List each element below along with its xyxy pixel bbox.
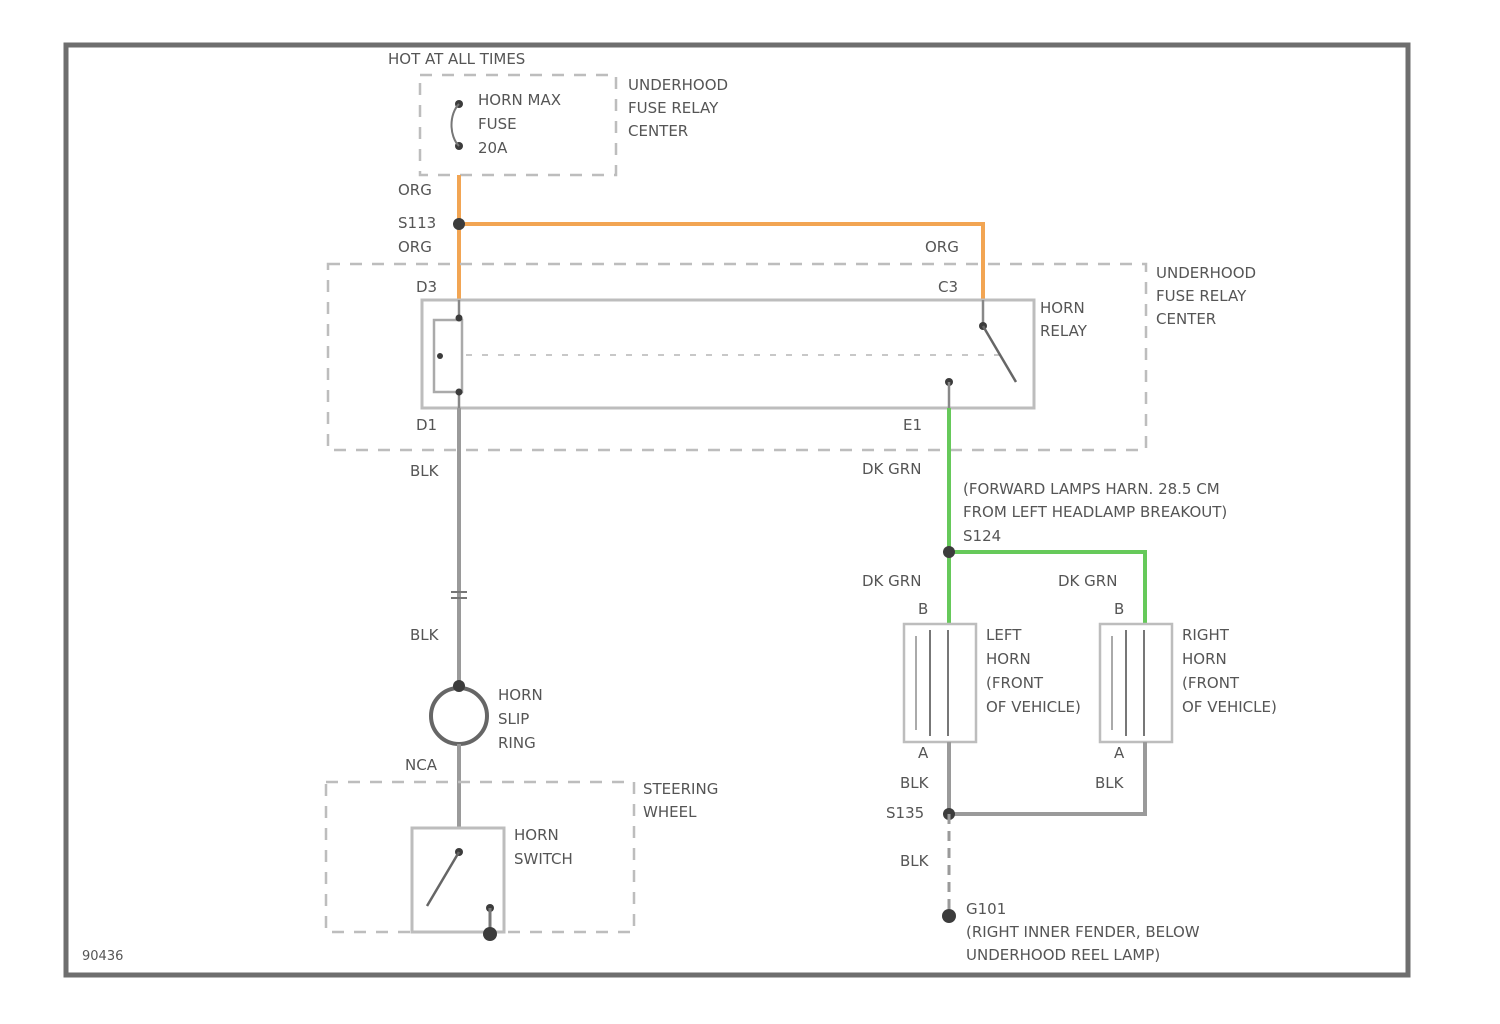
fuse-location-line3: CENTER xyxy=(628,122,688,140)
org-wire-splice-to-relay-switch xyxy=(459,224,983,300)
wire-org-upper-label: ORG xyxy=(398,181,432,199)
left-horn-line1: LEFT xyxy=(986,626,1022,644)
wire-blk-left-horn-label: BLK xyxy=(900,774,930,792)
fuse-location-line1: UNDERHOOD xyxy=(628,76,728,94)
relay-center-line2: FUSE RELAY xyxy=(1156,287,1247,305)
fuse-location-line2: FUSE RELAY xyxy=(628,99,719,117)
wire-blk-ground-label: BLK xyxy=(900,852,930,870)
fuse-box-outline xyxy=(420,75,616,175)
right-horn-pin-a: A xyxy=(1114,744,1125,762)
left-horn-line4: OF VEHICLE) xyxy=(986,698,1081,716)
wire-grn-main-label: DK GRN xyxy=(862,460,921,478)
ground-g101-dot xyxy=(942,909,956,923)
steering-wheel-line2: WHEEL xyxy=(643,803,697,821)
horn-relay-line1: HORN xyxy=(1040,299,1085,317)
harness-note-line1: (FORWARD LAMPS HARN. 28.5 CM xyxy=(963,480,1220,498)
harness-note-splice: S124 xyxy=(963,527,1001,545)
relay-coil-symbol xyxy=(437,353,443,359)
fuse-name-line2: FUSE xyxy=(478,115,517,133)
splice-s113-label: S113 xyxy=(398,214,436,232)
horn-switch-line1: HORN xyxy=(514,826,559,844)
slip-ring-top-terminal xyxy=(453,680,465,692)
relay-coil-terminal-bottom xyxy=(456,389,463,396)
wire-blk-right-horn-label: BLK xyxy=(1095,774,1125,792)
left-horn-symbol xyxy=(904,624,976,742)
wire-blk-lower-label: BLK xyxy=(410,626,440,644)
splice-s124-dot xyxy=(943,546,955,558)
right-horn-line3: (FRONT xyxy=(1182,674,1240,692)
wire-blk-upper-label: BLK xyxy=(410,462,440,480)
horn-switch-ground xyxy=(483,927,497,941)
power-source-label: HOT AT ALL TIMES xyxy=(388,50,525,68)
wire-blk-slip-label: NCA xyxy=(405,756,438,774)
relay-pin-c3: C3 xyxy=(938,278,958,296)
relay-center-line3: CENTER xyxy=(1156,310,1216,328)
relay-switch-blade xyxy=(983,326,1016,382)
wire-grn-left-label: DK GRN xyxy=(862,572,921,590)
ground-location-line2: UNDERHOOD REEL LAMP) xyxy=(966,946,1160,964)
harness-note-line2: FROM LEFT HEADLAMP BREAKOUT) xyxy=(963,503,1227,521)
wire-org-lower-label: ORG xyxy=(398,238,432,256)
horn-switch-line2: SWITCH xyxy=(514,850,573,868)
slip-ring-line2: SLIP xyxy=(498,710,529,728)
fuse-rating: 20A xyxy=(478,139,508,157)
fuse-element xyxy=(452,104,460,146)
relay-center-line1: UNDERHOOD xyxy=(1156,264,1256,282)
right-horn-line4: OF VEHICLE) xyxy=(1182,698,1277,716)
right-horn-line2: HORN xyxy=(1182,650,1227,668)
fuse-name-line1: HORN MAX xyxy=(478,91,561,109)
left-horn-line2: HORN xyxy=(986,650,1031,668)
slip-ring-line3: RING xyxy=(498,734,536,752)
wire-grn-right-label: DK GRN xyxy=(1058,572,1117,590)
relay-coil-terminal-top xyxy=(456,315,463,322)
ground-location-line1: (RIGHT INNER FENDER, BELOW xyxy=(966,923,1200,941)
horn-relay-line2: RELAY xyxy=(1040,322,1088,340)
steering-wheel-line1: STEERING xyxy=(643,780,718,798)
relay-pin-d3: D3 xyxy=(416,278,437,296)
left-horn-pin-b: B xyxy=(918,600,928,618)
left-horn-pin-a: A xyxy=(918,744,929,762)
relay-center-outline xyxy=(328,264,1146,450)
horn-slip-ring xyxy=(431,688,487,744)
slip-ring-line1: HORN xyxy=(498,686,543,704)
left-horn-line3: (FRONT xyxy=(986,674,1044,692)
right-horn-line1: RIGHT xyxy=(1182,626,1230,644)
diagram-id: 90436 xyxy=(82,949,123,964)
ground-id: G101 xyxy=(966,900,1006,918)
splice-s113-dot xyxy=(453,218,465,230)
wire-org-right-label: ORG xyxy=(925,238,959,256)
horn-switch-blade xyxy=(427,852,459,906)
splice-s135-label: S135 xyxy=(886,804,924,822)
relay-pin-d1: D1 xyxy=(416,416,437,434)
right-horn-symbol xyxy=(1100,624,1172,742)
right-horn-pin-b: B xyxy=(1114,600,1124,618)
relay-pin-e1: E1 xyxy=(903,416,922,434)
steering-wheel-outline xyxy=(326,782,634,932)
